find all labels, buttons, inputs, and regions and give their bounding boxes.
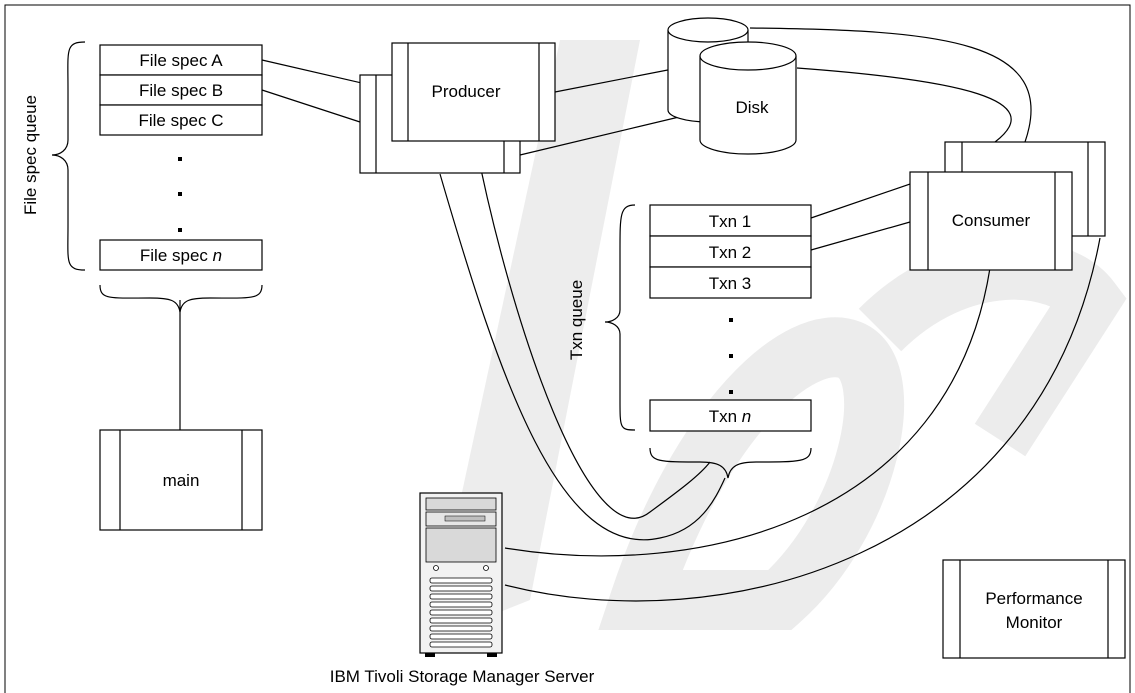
consumer-process-box: Consumer — [909, 141, 1106, 271]
ellipsis-dots — [729, 318, 733, 394]
txn-item-last: Txn n — [649, 399, 812, 432]
server-tower-icon — [419, 492, 503, 657]
txn-item: Txn 3 — [649, 266, 812, 299]
svg-text:Txn 2: Txn 2 — [709, 243, 752, 262]
svg-text:File spec C: File spec C — [138, 111, 223, 130]
txn-queue: Txn queue Txn 1 Txn 2 Txn 3 Txn n — [567, 204, 812, 479]
file-spec-item: File spec B — [99, 74, 263, 106]
svg-text:File spec B: File spec B — [139, 81, 223, 100]
file-spec-queue-brace — [51, 41, 86, 271]
txn-item: Txn 1 — [649, 204, 812, 237]
ellipsis-dots — [178, 157, 182, 232]
file-spec-queue: File spec queue File spec A File spec B … — [21, 41, 263, 313]
svg-text:File spec n: File spec n — [140, 246, 222, 265]
txn-item: Txn 2 — [649, 235, 812, 268]
svg-text:Disk: Disk — [735, 98, 769, 117]
file-spec-item: File spec A — [99, 44, 263, 76]
txn-queue-brace — [604, 204, 636, 431]
svg-text:main: main — [163, 471, 200, 490]
svg-text:Performance: Performance — [985, 589, 1082, 608]
svg-text:Producer: Producer — [432, 82, 501, 101]
svg-text:Txn n: Txn n — [709, 407, 752, 426]
txn-queue-label: Txn queue — [567, 280, 586, 360]
file-spec-queue-label: File spec queue — [21, 95, 40, 215]
file-spec-item-last: File spec n — [99, 239, 263, 271]
file-spec-item: File spec C — [99, 104, 263, 136]
producer-process-box: Producer — [359, 42, 556, 174]
server-label: IBM Tivoli Storage Manager Server — [330, 667, 595, 686]
svg-text:File spec A: File spec A — [139, 51, 223, 70]
file-spec-bottom-brace — [99, 284, 263, 313]
svg-text:Txn 1: Txn 1 — [709, 212, 752, 231]
txn-bottom-brace — [649, 447, 812, 479]
disk-icon: D Disk — [667, 17, 797, 155]
svg-text:Txn 3: Txn 3 — [709, 274, 752, 293]
svg-text:Monitor: Monitor — [1006, 613, 1063, 632]
performance-monitor-box: Performance Monitor — [942, 559, 1126, 659]
main-process-box: main — [99, 429, 263, 531]
svg-text:Consumer: Consumer — [952, 211, 1031, 230]
